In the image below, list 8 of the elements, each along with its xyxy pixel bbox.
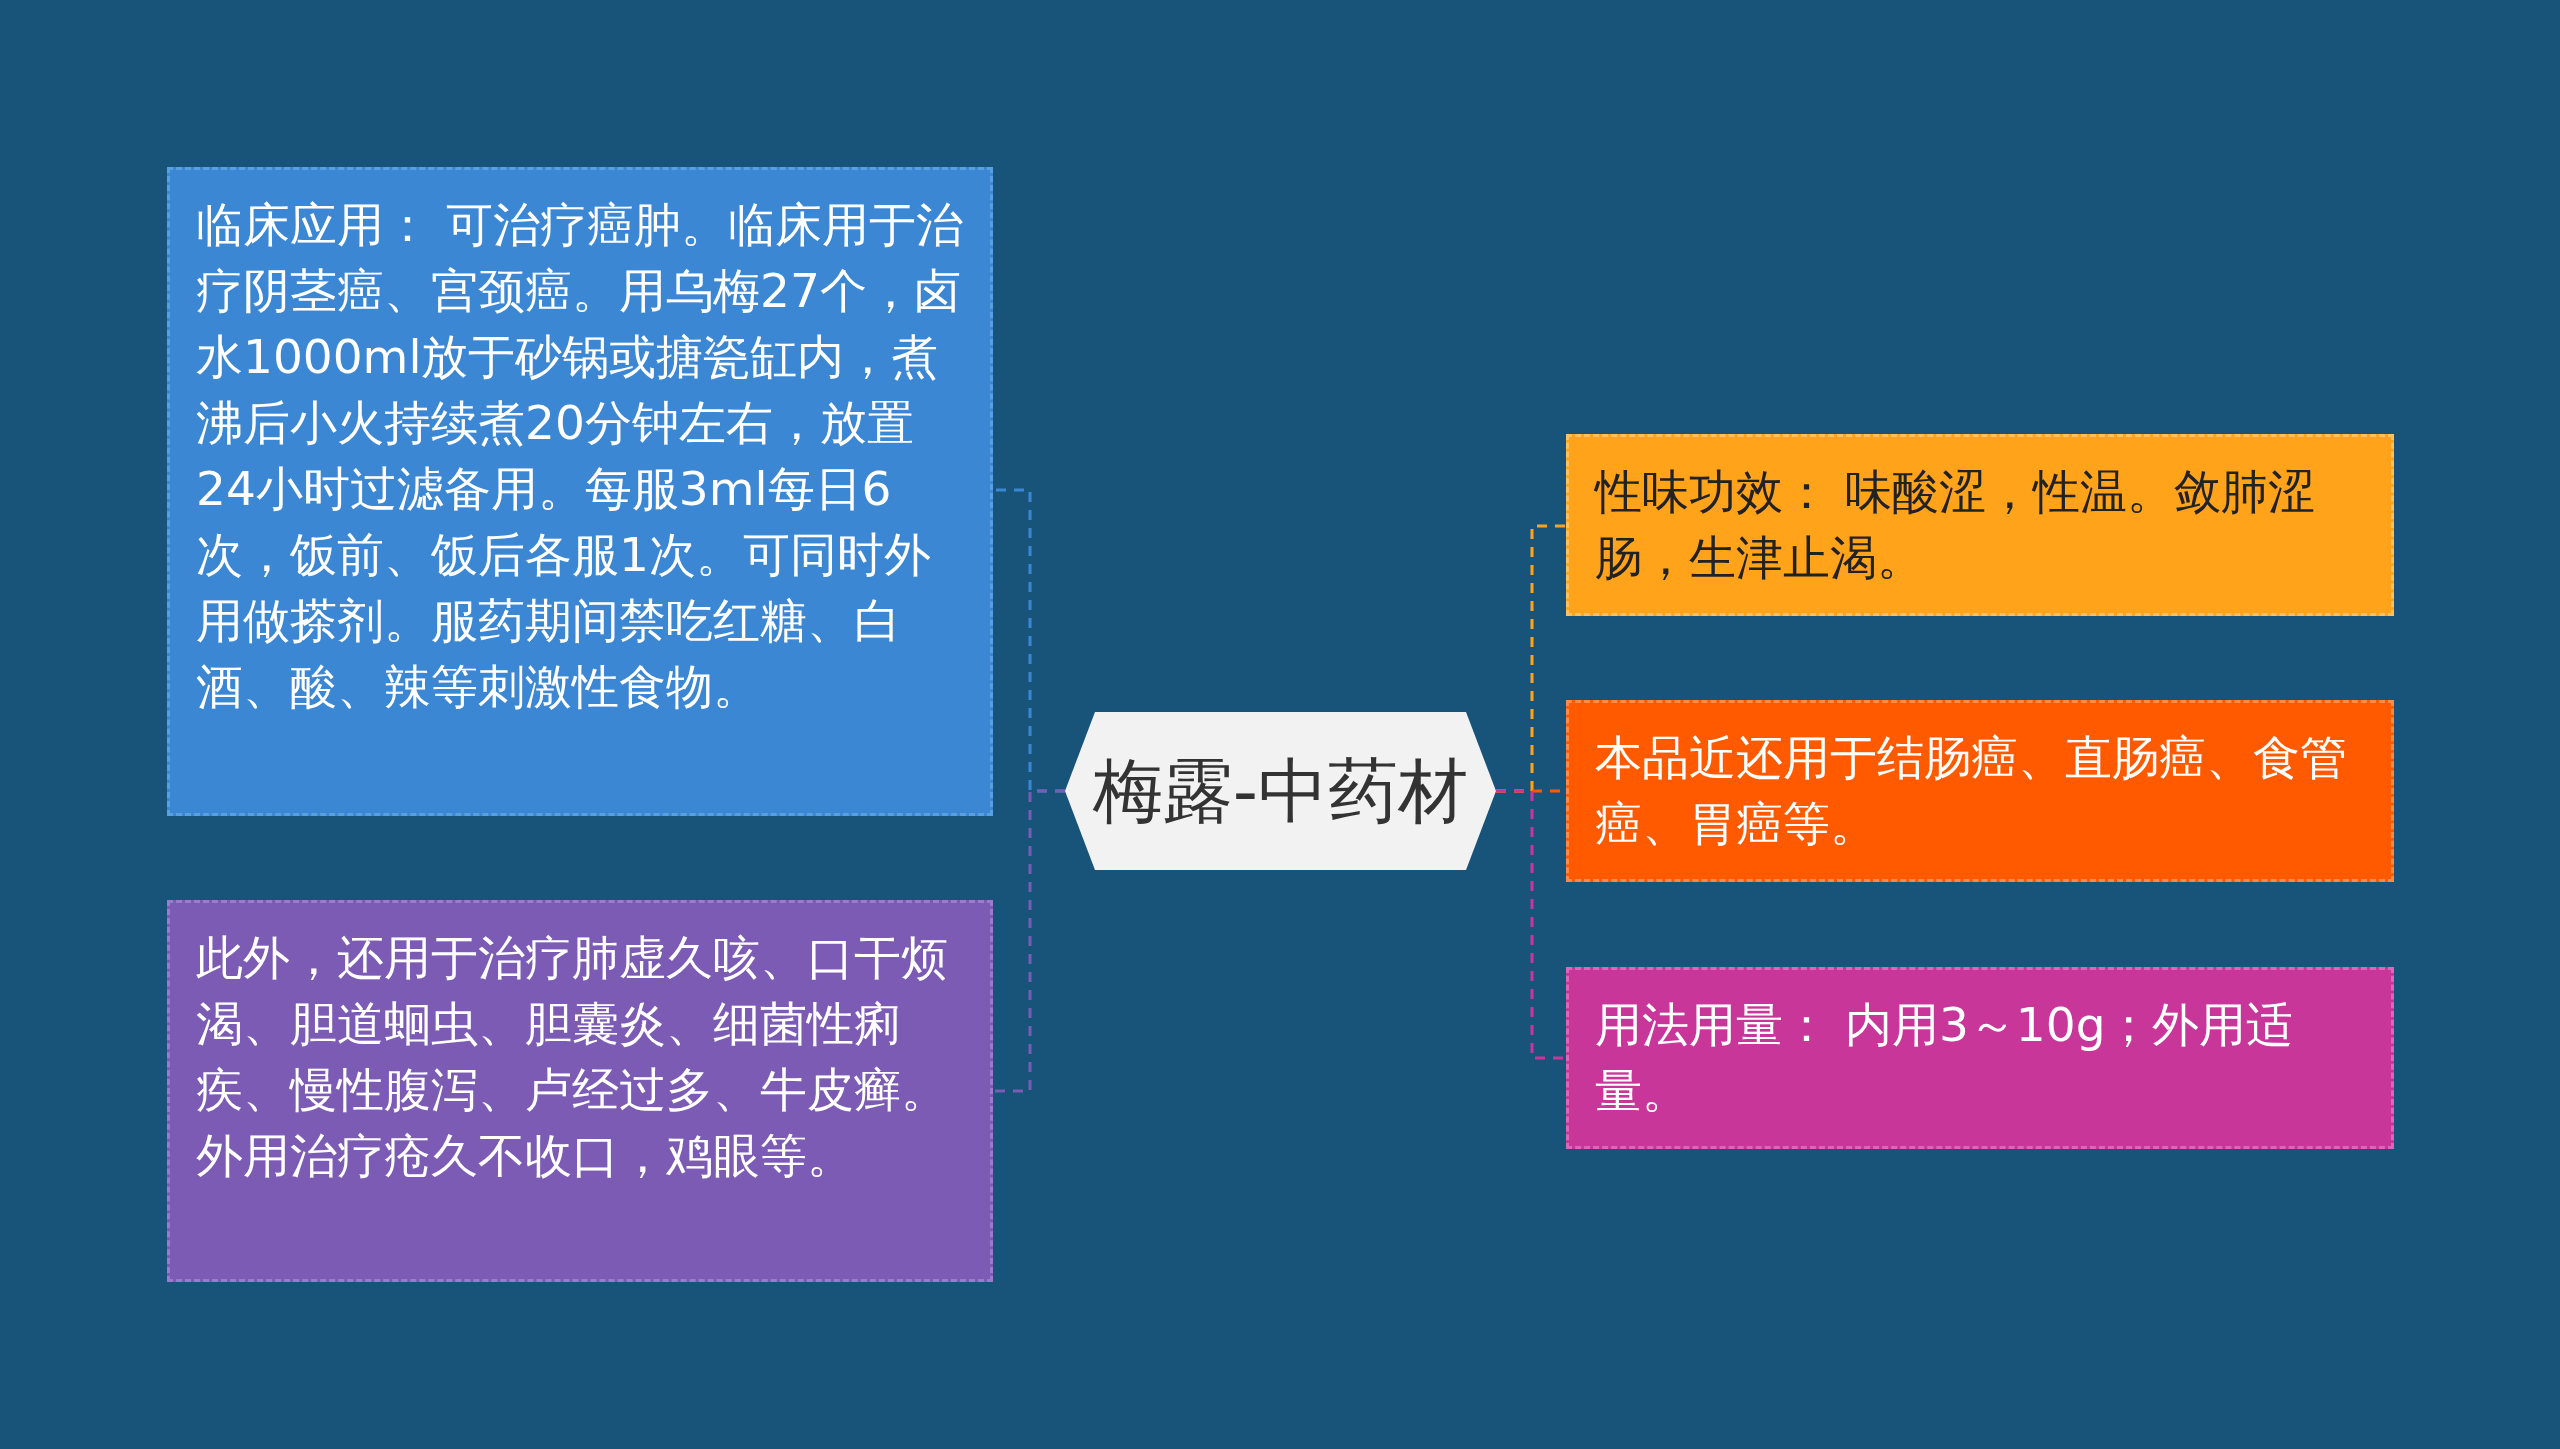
text-box: 本品近还用于结肠癌、直肠癌、食管癌、胃癌等。 — [1566, 700, 2394, 882]
text-box: 用法用量： 内用3～10g；外用适量。 — [1566, 967, 2394, 1149]
text-box: 性味功效： 味酸涩，性温。敛肺涩肠，生津止渴。 — [1566, 434, 2394, 616]
connector-line — [993, 789, 1065, 1093]
text-box: 此外，还用于治疗肺虚久咳、口干烦渴、胆道蛔虫、胆囊炎、细菌性痢疾、慢性腹泻、卢经过多、牛皮癣。外用治疗疮久不收口，鸡眼等。 — [167, 900, 993, 1282]
topic-hexagon: 梅露-中药材 — [1065, 712, 1496, 870]
connector-line — [1496, 789, 1566, 1060]
text-box: 临床应用： 可治疗癌肿。临床用于治疗阴茎癌、宫颈癌。用乌梅27个，卤水1000ml放于砂锅或搪瓷缸内，煮沸后小火持续煮20分钟左右，放置24小时过滤备用。每服3ml每日6次，饭前、饭后各服1次。可同时外用做搽剂。服药期间禁吃红糖、白酒、酸、辣等刺激性食物。 — [167, 167, 993, 816]
